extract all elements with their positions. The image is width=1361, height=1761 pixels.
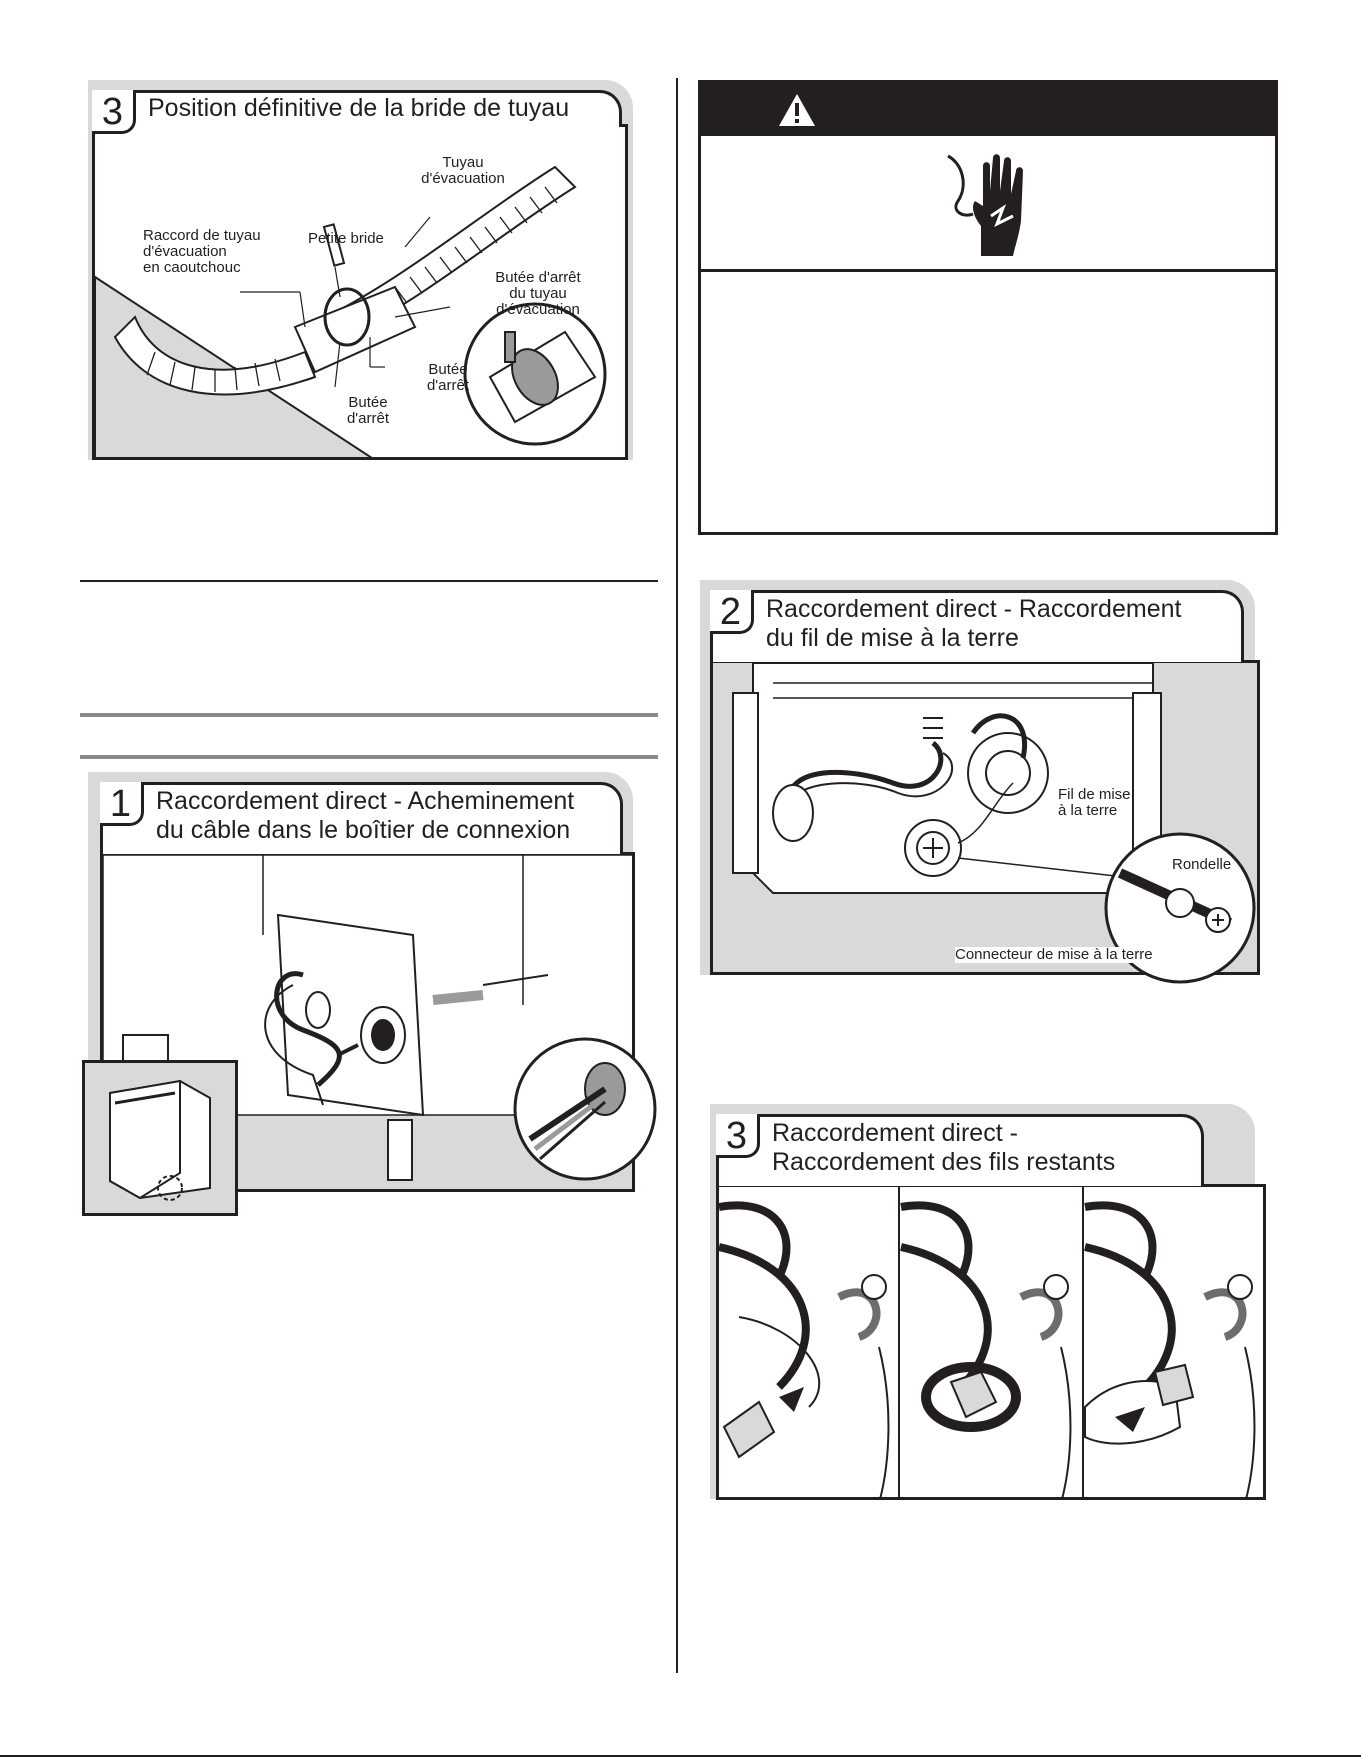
label-rubber-connector: Raccord de tuyau d'évacuation en caoutch… bbox=[143, 227, 261, 276]
section-rule-gray bbox=[80, 755, 658, 759]
warning-symbol-row bbox=[701, 136, 1275, 272]
label-hose-stop: Butée d'arrêt du tuyau d'évacuation bbox=[495, 269, 581, 318]
figure-tab bbox=[710, 590, 1244, 662]
section-rule bbox=[80, 580, 658, 582]
figure-number: 1 bbox=[100, 782, 144, 826]
figure-panel bbox=[92, 124, 628, 460]
figure-title: Position définitive de la bride de tuyau bbox=[148, 94, 570, 122]
figure-cable-routing: 1 Raccordement direct - Acheminement du … bbox=[80, 772, 657, 1217]
warning-header bbox=[701, 83, 1275, 136]
label-small-clamp: Petite bride bbox=[308, 230, 384, 247]
figure-title: Raccordement direct - Raccordement du fi… bbox=[766, 595, 1182, 652]
figure-tab bbox=[100, 782, 623, 854]
label-washer: Rondelle bbox=[1172, 856, 1232, 873]
ground-connection-illustration bbox=[713, 663, 1257, 972]
label-ground-wire: Fil de mise à la terre bbox=[1058, 786, 1131, 819]
page-bottom-rule bbox=[0, 1755, 1361, 1757]
detail-washer-circle bbox=[1104, 832, 1256, 984]
inset-dishwasher bbox=[82, 1060, 238, 1216]
label-stop-right: Butée d'arrêt bbox=[426, 361, 470, 394]
electric-shock-hand-icon bbox=[947, 154, 1023, 256]
detail-cable-circle bbox=[513, 1037, 657, 1181]
figure-panel bbox=[710, 660, 1260, 975]
wire-nut-steps-illustration bbox=[719, 1187, 1263, 1497]
figure-number: 2 bbox=[710, 590, 754, 634]
label-drain-hose: Tuyau d'évacuation bbox=[421, 154, 505, 187]
section-rule-gray bbox=[80, 713, 658, 717]
figure-number: 3 bbox=[716, 1114, 760, 1158]
label-stop-left: Butée d'arrêt bbox=[346, 394, 390, 427]
hose-clamp-illustration bbox=[95, 165, 607, 457]
figure-title: Raccordement direct - Acheminement du câ… bbox=[156, 787, 575, 844]
warning-box bbox=[698, 80, 1278, 535]
figure-title: Raccordement direct - Raccordement des f… bbox=[772, 1119, 1116, 1176]
figure-number: 3 bbox=[92, 90, 136, 134]
warning-triangle-icon bbox=[779, 94, 815, 126]
figure-hose-clamp: 3 Position définitive de la bride de tuy… bbox=[88, 80, 633, 480]
figure-ground-wire: 2 Raccordement direct - Raccordement du … bbox=[700, 580, 1280, 1000]
figure-tab bbox=[92, 90, 622, 127]
figure-tab bbox=[716, 1114, 1204, 1186]
figure-remaining-wires: 3 Raccordement direct - Raccordement des… bbox=[710, 1104, 1270, 1504]
column-divider bbox=[676, 78, 678, 1673]
figure-panel bbox=[716, 1184, 1266, 1500]
label-ground-connector: Connecteur de mise à la terre bbox=[955, 946, 1153, 963]
